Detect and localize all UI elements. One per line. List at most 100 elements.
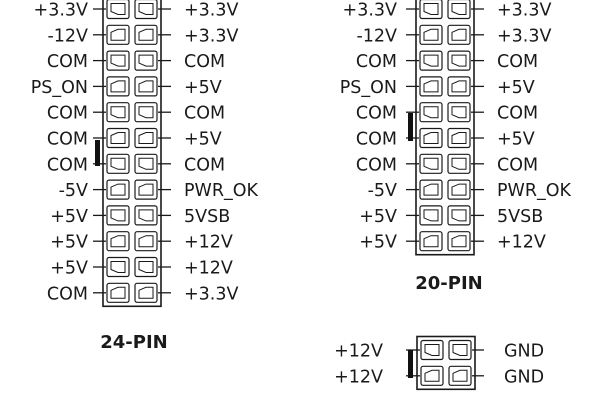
- pin-socket-left: [106, 205, 130, 226]
- pin-socket-right: [447, 231, 471, 252]
- pin-key-shape: [110, 209, 126, 222]
- pin-key-shape: [138, 261, 154, 273]
- pin-label-right: 5VSB: [184, 207, 230, 227]
- pin-socket-right: [134, 0, 158, 20]
- pin-socket-right: [134, 76, 158, 97]
- pin-label-left: -5V: [368, 181, 397, 201]
- pin-key-shape: [110, 286, 126, 299]
- pin-socket-left: [106, 231, 130, 252]
- pin-label-left: COM: [47, 155, 88, 175]
- pin-key-shape: [138, 132, 154, 144]
- pin-key-shape: [110, 132, 126, 144]
- pin-label-left: +3.3V: [34, 1, 88, 21]
- pin-socket-right: [447, 179, 471, 200]
- pin-socket-left: [419, 0, 443, 20]
- pin-label-right: +3.3V: [184, 26, 238, 46]
- pin-label-right: PWR_OK: [497, 181, 572, 201]
- pin-label-left: COM: [356, 104, 397, 124]
- pin-socket-right: [134, 179, 158, 200]
- pin-label-left: +5V: [50, 207, 88, 227]
- pin-label-left: COM: [47, 52, 88, 72]
- pin-socket-right: [134, 282, 158, 303]
- pin-socket-left: [420, 365, 444, 386]
- pin-socket-right: [447, 205, 471, 226]
- pin-socket-right: [448, 339, 472, 361]
- pin-key-shape: [451, 157, 467, 170]
- connector-title: 20-PIN: [415, 273, 482, 294]
- pin-label-left: +5V: [50, 259, 88, 279]
- pin-key-shape: [110, 80, 126, 93]
- connector-latch: [408, 350, 413, 378]
- pin-key-shape: [110, 3, 126, 15]
- pin-key-shape: [451, 3, 467, 15]
- pin-label-right: +3.3V: [184, 1, 238, 21]
- pin-label-right: COM: [184, 104, 225, 124]
- pin-key-shape: [423, 106, 439, 119]
- pin-socket-left: [419, 205, 443, 226]
- pin-label-right: +3.3V: [184, 284, 238, 304]
- pin-label-left: COM: [356, 155, 397, 175]
- pin-label-right: +5V: [497, 78, 535, 98]
- pin-key-shape: [110, 157, 126, 170]
- pin-socket-left: [419, 76, 443, 97]
- pin-socket-left: [106, 179, 130, 200]
- pin-socket-left: [106, 282, 130, 303]
- pin-label-left: PS_ON: [31, 78, 88, 98]
- pin-socket-right: [447, 24, 471, 45]
- pin-socket-right: [447, 127, 471, 149]
- pin-socket-left: [419, 127, 443, 149]
- pin-key-shape: [452, 369, 468, 382]
- connector-24-pin: +3.3V +3.3V -12V +3.3V COM COM PS_ON +5V COM COM C…: [31, 0, 259, 353]
- pin-label-left: COM: [47, 104, 88, 124]
- pin-socket-left: [419, 153, 443, 174]
- pin-label-left: +5V: [359, 233, 397, 253]
- pin-socket-left: [106, 24, 130, 45]
- pin-key-shape: [138, 183, 154, 196]
- pin-socket-left: [419, 179, 443, 200]
- pin-key-shape: [452, 344, 468, 356]
- pin-socket-left: [106, 0, 130, 20]
- pin-key-shape: [138, 235, 154, 248]
- pin-key-shape: [424, 369, 440, 382]
- pin-key-shape: [423, 183, 439, 196]
- pin-socket-right: [134, 205, 158, 226]
- pin-socket-right: [447, 153, 471, 174]
- pin-label-right: COM: [184, 155, 225, 175]
- pin-label-left: COM: [47, 130, 88, 150]
- pin-key-shape: [451, 54, 467, 67]
- pin-key-shape: [110, 54, 126, 67]
- pin-socket-right: [447, 102, 471, 123]
- pin-socket-left: [419, 231, 443, 252]
- pin-socket-right: [134, 127, 158, 149]
- pin-socket-left: [106, 256, 130, 278]
- pin-label-right: PWR_OK: [184, 181, 259, 201]
- pin-key-shape: [451, 132, 467, 144]
- pin-socket-right: [448, 365, 472, 386]
- pin-label-left: -12V: [47, 26, 88, 46]
- pin-key-shape: [110, 235, 126, 248]
- pin-key-shape: [138, 3, 154, 15]
- pin-socket-left: [106, 76, 130, 97]
- pin-socket-right: [447, 76, 471, 97]
- pin-label-right: +12V: [497, 233, 546, 253]
- pin-key-shape: [424, 344, 440, 356]
- pin-socket-right: [447, 50, 471, 71]
- pin-label-right: COM: [497, 104, 538, 124]
- pin-label-right: 5VSB: [497, 207, 543, 227]
- pin-label-right: +5V: [497, 130, 535, 150]
- pin-key-shape: [423, 132, 439, 144]
- pin-socket-left: [419, 50, 443, 71]
- pin-key-shape: [110, 261, 126, 273]
- pin-socket-left: [106, 102, 130, 123]
- pin-key-shape: [451, 106, 467, 119]
- pin-key-shape: [138, 157, 154, 170]
- pin-label-right: COM: [497, 155, 538, 175]
- pin-key-shape: [423, 80, 439, 93]
- pin-label-right: +12V: [184, 233, 233, 253]
- pin-label-left: +3.3V: [343, 1, 397, 21]
- pin-key-shape: [423, 209, 439, 222]
- pin-key-shape: [110, 106, 126, 119]
